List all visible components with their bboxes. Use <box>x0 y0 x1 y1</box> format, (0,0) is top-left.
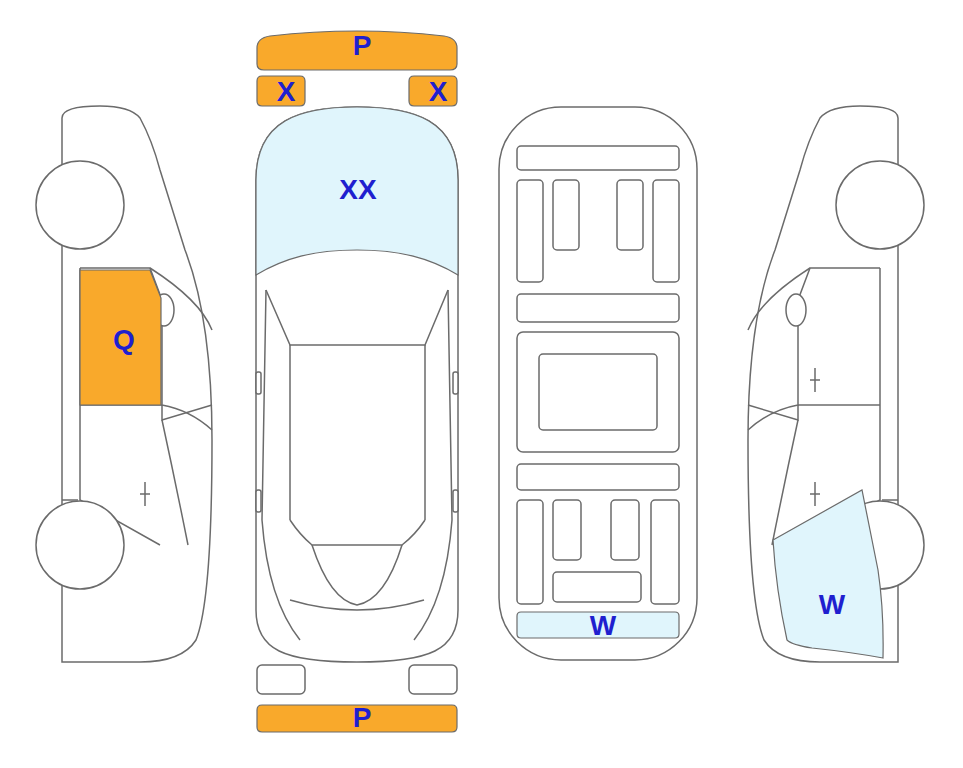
underbody-panel: W <box>514 609 682 641</box>
damage-code: W <box>590 612 616 640</box>
damage-code: P <box>353 704 372 732</box>
damage-code: Q <box>113 326 135 354</box>
damage-code: W <box>819 591 845 619</box>
quarter-panel: W <box>770 488 888 663</box>
hood-panel: XX <box>254 105 460 295</box>
damage-code: P <box>353 32 372 60</box>
panel-shape <box>770 488 888 663</box>
damage-code: X <box>277 78 296 106</box>
lamp-panel: X <box>404 72 460 110</box>
lamp-panel: X <box>254 72 310 110</box>
bumper-panel: P <box>254 702 460 736</box>
damage-code: XX <box>339 176 376 204</box>
bumper-panel: P <box>252 26 462 74</box>
damage-code: X <box>429 78 448 106</box>
door-panel: Q <box>76 268 166 408</box>
